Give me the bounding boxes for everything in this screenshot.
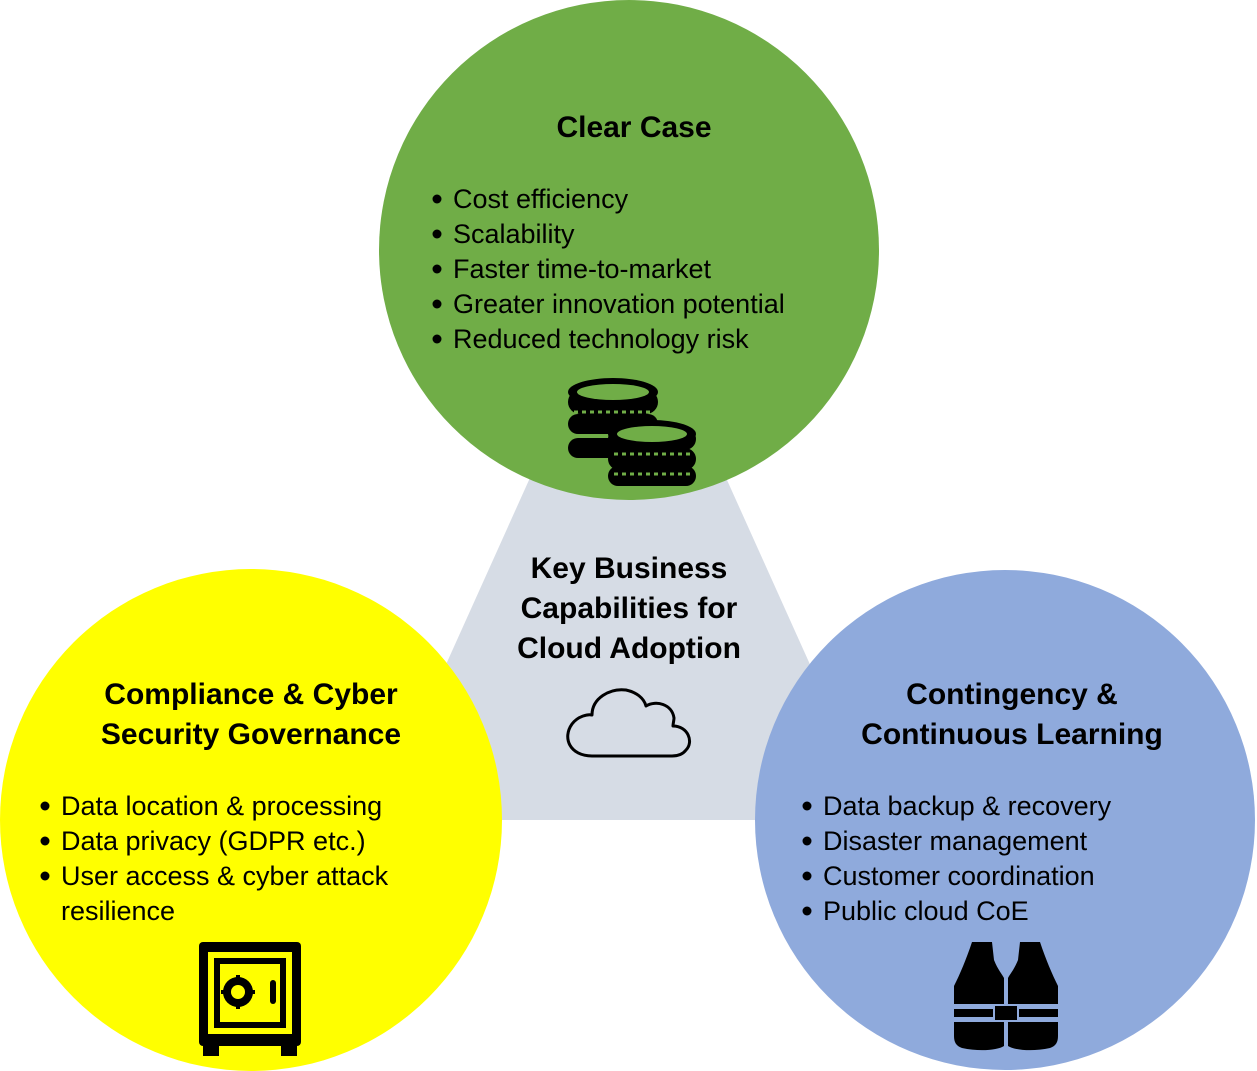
list-item: Scalability <box>453 219 575 249</box>
bullet-icon <box>802 836 812 846</box>
compliance-list: Data location & processing Data privacy … <box>40 791 389 926</box>
bullet-icon <box>40 836 50 846</box>
clear-case-title: Clear Case <box>556 111 711 144</box>
list-item: Faster time-to-market <box>453 254 712 284</box>
coins-icon <box>568 378 696 486</box>
bullet-icon <box>432 194 442 204</box>
list-item: Public cloud CoE <box>823 896 1029 926</box>
bullet-icon <box>40 801 50 811</box>
bullet-icon <box>802 906 812 916</box>
bullet-icon <box>40 871 50 881</box>
center-title-line-1: Key Business <box>531 552 728 585</box>
contingency-list: Data backup & recovery Disaster manageme… <box>802 791 1112 926</box>
compliance-title-line-1: Compliance & Cyber <box>104 678 398 711</box>
list-item-continuation: resilience <box>61 896 175 926</box>
list-item: User access & cyber attack <box>61 861 389 891</box>
contingency-title-line-2: Continuous Learning <box>861 718 1163 751</box>
list-item: Cost efficiency <box>453 184 629 214</box>
list-item: Data location & processing <box>61 791 382 821</box>
center-title-line-3: Cloud Adoption <box>517 632 741 665</box>
list-item: Data backup & recovery <box>823 791 1112 821</box>
bullet-icon <box>802 801 812 811</box>
list-item: Data privacy (GDPR etc.) <box>61 826 366 856</box>
safe-icon <box>199 942 301 1056</box>
list-item: Reduced technology risk <box>453 324 749 354</box>
list-item: Disaster management <box>823 826 1088 856</box>
list-item: Greater innovation potential <box>453 289 785 319</box>
clear-case-circle <box>379 0 879 500</box>
bullet-icon <box>802 871 812 881</box>
bullet-icon <box>432 229 442 239</box>
bullet-icon <box>432 299 442 309</box>
list-item: Customer coordination <box>823 861 1095 891</box>
clear-case-list: Cost efficiency Scalability Faster time-… <box>432 184 785 354</box>
compliance-title-line-2: Security Governance <box>101 718 401 751</box>
contingency-circle <box>755 570 1255 1070</box>
center-title: Key Business Capabilities for Cloud Adop… <box>517 552 741 665</box>
cloud-icon <box>566 688 691 758</box>
bullet-icon <box>432 264 442 274</box>
life-vest-icon <box>954 942 1058 1051</box>
bullet-icon <box>432 334 442 344</box>
center-triangle <box>376 260 880 820</box>
contingency-title-line-1: Contingency & <box>906 678 1118 711</box>
center-title-line-2: Capabilities for <box>521 592 738 625</box>
compliance-circle <box>0 569 502 1071</box>
